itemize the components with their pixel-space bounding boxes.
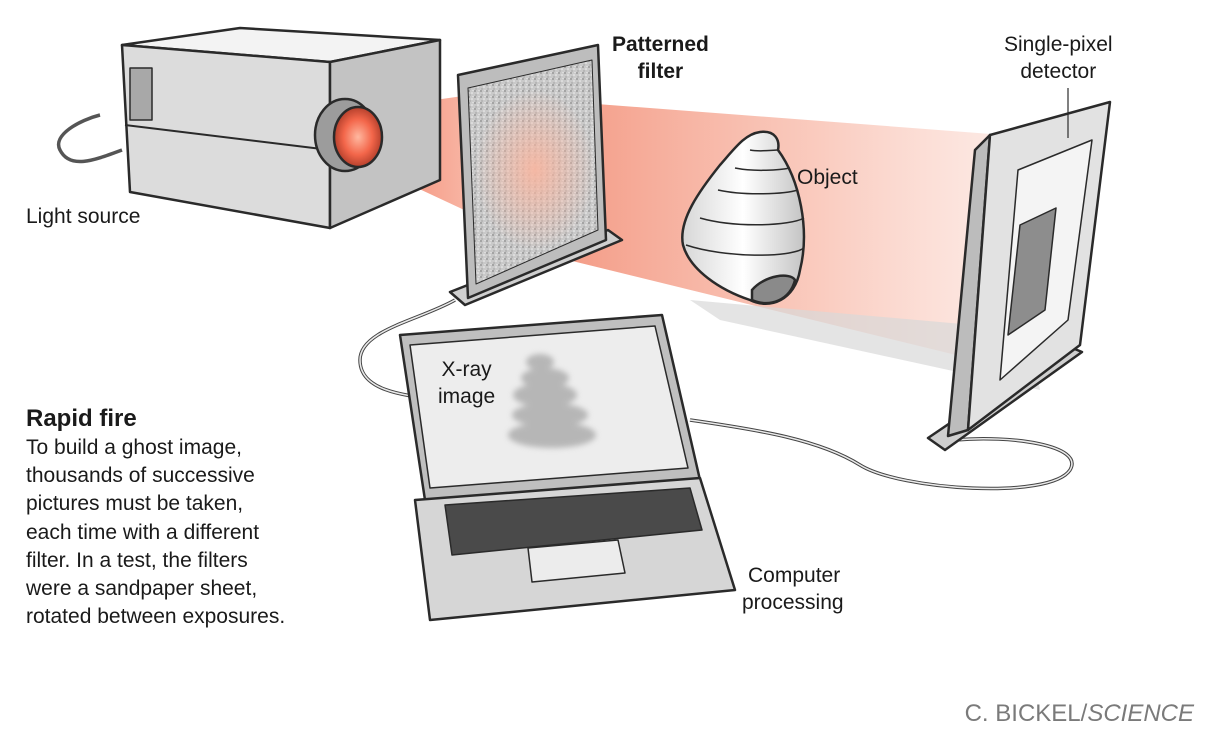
detector-sensor bbox=[1007, 207, 1057, 336]
filter-light-spot bbox=[475, 90, 595, 250]
caption-line: thousands of successive bbox=[26, 464, 255, 488]
keyboard-area bbox=[444, 487, 703, 556]
object-label: Object bbox=[797, 166, 858, 189]
credit-publication: SCIENCE bbox=[1087, 700, 1194, 727]
single-pixel-label-line2: detector bbox=[1020, 60, 1097, 83]
caption-line: filter. In a test, the filters bbox=[26, 548, 248, 572]
projector-side bbox=[328, 38, 442, 230]
computer-processing-label: Computer processing bbox=[742, 562, 844, 616]
computer-label-line2: processing bbox=[742, 591, 844, 614]
light-source-label: Light source bbox=[26, 205, 141, 228]
object-shell bbox=[681, 130, 806, 305]
light-source-device bbox=[120, 26, 442, 230]
lens-icon bbox=[332, 105, 384, 169]
vent-icon bbox=[129, 67, 153, 121]
single-pixel-detector-label: Single-pixel detector bbox=[1004, 31, 1113, 85]
xray-label-line1: X-ray bbox=[441, 358, 492, 381]
xray-fern-image bbox=[508, 354, 596, 448]
rapid-fire-body: To build a ghost image, thousands of suc… bbox=[26, 434, 346, 631]
credit-name: C. BICKEL/ bbox=[964, 700, 1088, 727]
caption-line: rotated between exposures. bbox=[26, 605, 286, 629]
caption-line: were a sandpaper sheet, bbox=[26, 577, 258, 601]
patterned-filter-label: Patterned filter bbox=[612, 31, 709, 85]
single-pixel-label-line1: Single-pixel bbox=[1004, 33, 1113, 56]
laptop-to-detector-cable bbox=[689, 418, 1074, 491]
caption-line: each time with a different bbox=[26, 520, 260, 544]
image-credit: C. BICKEL/SCIENCE bbox=[965, 700, 1194, 728]
single-pixel-detector-device bbox=[926, 100, 1112, 452]
xray-label-line2: image bbox=[438, 385, 496, 408]
computer-label-line1: Computer bbox=[748, 564, 841, 587]
trackpad bbox=[527, 539, 626, 583]
power-cable bbox=[56, 113, 123, 164]
rapid-fire-title: Rapid fire bbox=[26, 405, 137, 432]
xray-image-label: X-ray image bbox=[438, 356, 495, 410]
caption-line: pictures must be taken, bbox=[26, 492, 244, 516]
patterned-filter-device bbox=[448, 43, 624, 307]
patterned-filter-label-line1: Patterned bbox=[612, 33, 709, 56]
caption-line: To build a ghost image, bbox=[26, 436, 242, 459]
laptop-device bbox=[398, 313, 737, 622]
rapid-fire-caption: Rapid fire To build a ghost image, thous… bbox=[26, 404, 346, 631]
object-shadow bbox=[690, 300, 1040, 390]
patterned-filter-label-line2: filter bbox=[637, 60, 684, 83]
